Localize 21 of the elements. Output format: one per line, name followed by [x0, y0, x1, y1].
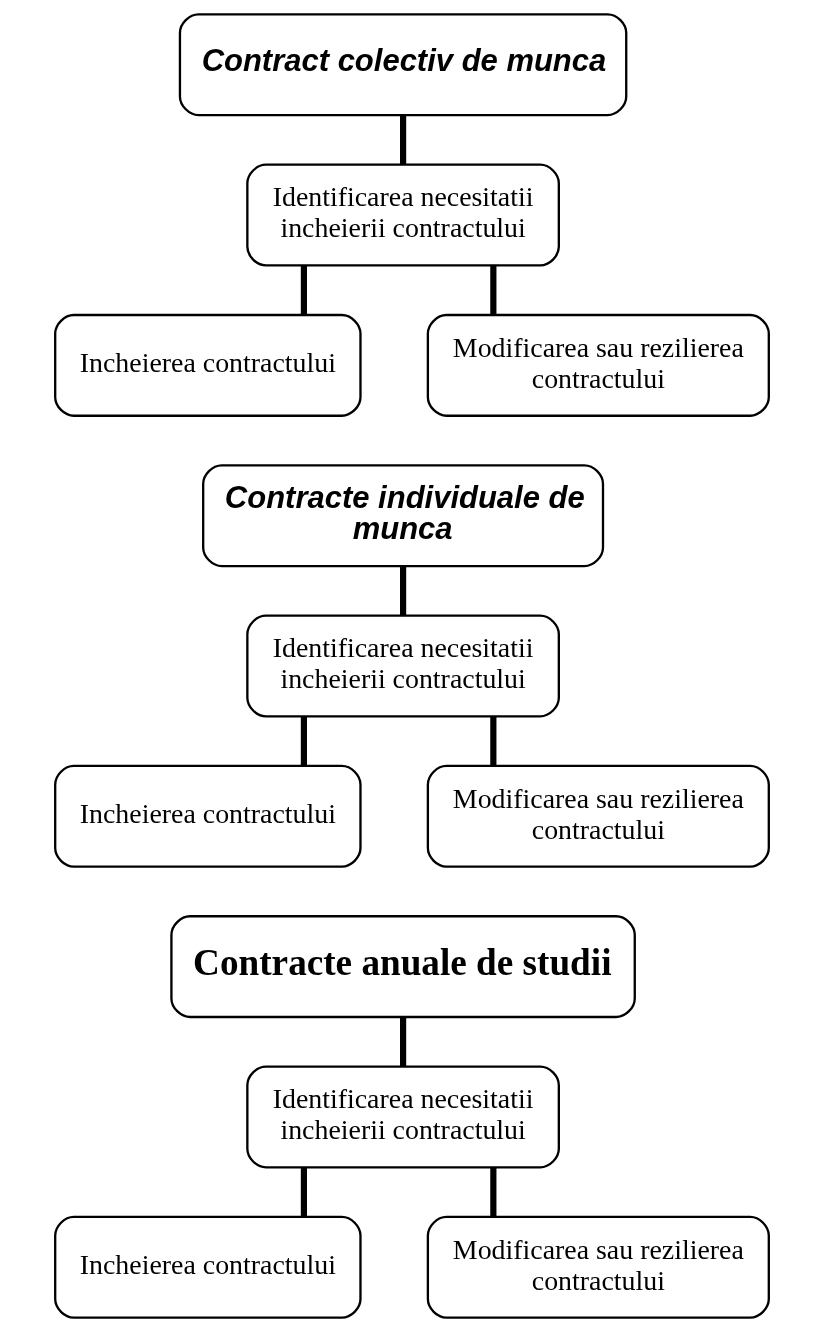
connector — [399, 1017, 406, 1067]
connector — [300, 1167, 307, 1217]
connector — [489, 265, 496, 315]
node-box: Identificarea necesitatii incheierii contractului — [245, 1065, 560, 1169]
node-box: Incheierea contractului — [53, 1215, 362, 1319]
connector — [300, 265, 307, 315]
node-box: Incheierea contractului — [53, 764, 362, 868]
node-box: Contracte individuale de munca — [201, 464, 604, 568]
connector — [399, 566, 406, 616]
connector — [399, 115, 406, 165]
connector — [489, 716, 496, 766]
node-box: Modificarea sau rezilierea contractului — [426, 1215, 770, 1319]
node-box: Incheierea contractului — [53, 313, 362, 417]
node-box: Modificarea sau rezilierea contractului — [426, 764, 770, 868]
node-box: Contract colectiv de munca — [178, 13, 627, 117]
node-box: Modificarea sau rezilierea contractului — [426, 313, 770, 417]
connector — [489, 1167, 496, 1217]
node-box: Contracte anuale de studii — [169, 915, 636, 1019]
node-box: Identificarea necesitatii incheierii contractului — [245, 163, 560, 267]
node-box: Identificarea necesitatii incheierii contractului — [245, 614, 560, 718]
connector — [300, 716, 307, 766]
